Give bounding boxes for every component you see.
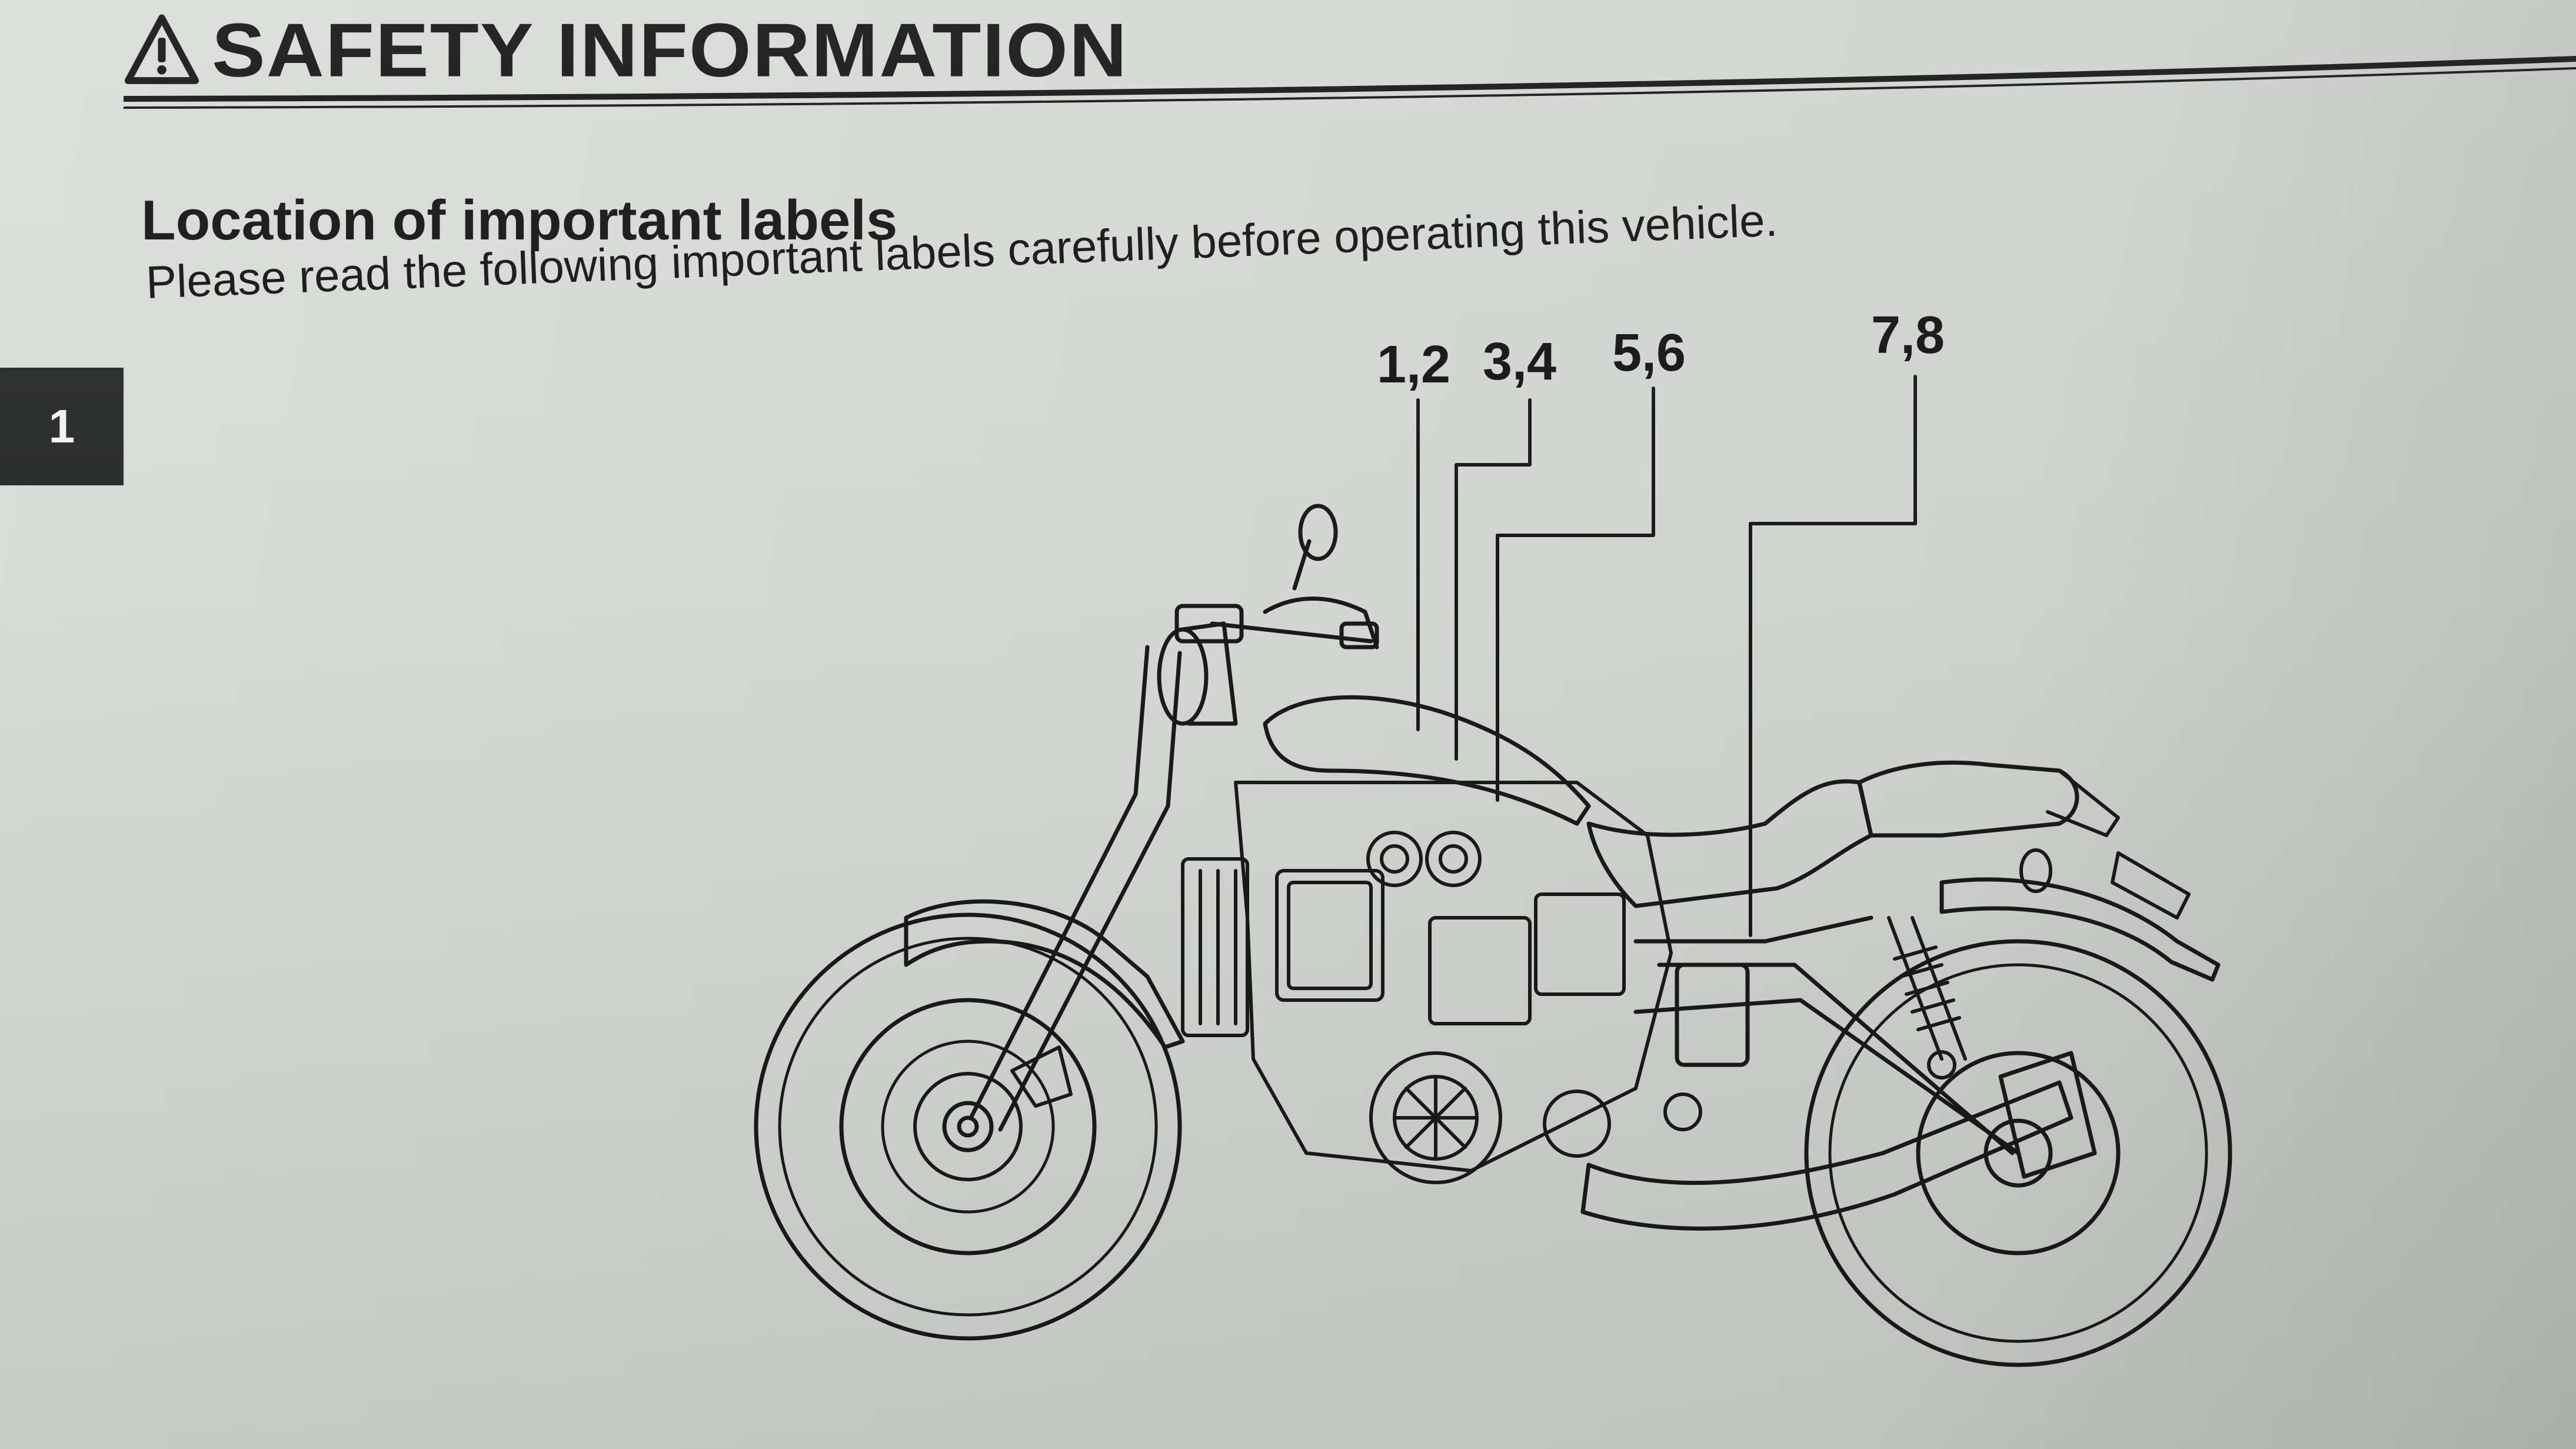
frame	[1633, 915, 2021, 1155]
rear-shock	[1887, 916, 1967, 1080]
front-brake	[913, 1045, 1073, 1181]
callout-label-3-4: 3,4	[1483, 332, 1557, 391]
rear-fender	[1939, 877, 2221, 982]
front-wheel	[754, 912, 1182, 1341]
warning-triangle-icon	[124, 14, 199, 84]
rear-wheel	[1804, 939, 2232, 1367]
radiator	[1181, 857, 1249, 1037]
exhaust	[1580, 1051, 2097, 1231]
handlebar	[1210, 504, 1379, 649]
engine	[1234, 781, 1702, 1184]
page-title: SAFETY INFORMATION	[212, 7, 1129, 93]
chapter-tab: 1	[0, 368, 124, 485]
page-header: SAFETY INFORMATION	[124, 6, 1128, 94]
front-fork	[969, 645, 1182, 1132]
front-fender	[904, 899, 1185, 1050]
section-title: Location of important labels	[141, 189, 898, 252]
callout-label-1-2: 1,2	[1377, 335, 1451, 394]
headlight	[1157, 604, 1244, 726]
seat	[1586, 779, 1873, 908]
callout-label-7-8: 7,8	[1871, 306, 1945, 365]
rear-cowl	[1857, 760, 2079, 838]
callout-label-5-6: 5,6	[1612, 324, 1686, 382]
tail-light	[2019, 769, 2191, 920]
callout-leader-lines	[1416, 375, 1917, 937]
fuel-tank	[1263, 695, 1591, 826]
